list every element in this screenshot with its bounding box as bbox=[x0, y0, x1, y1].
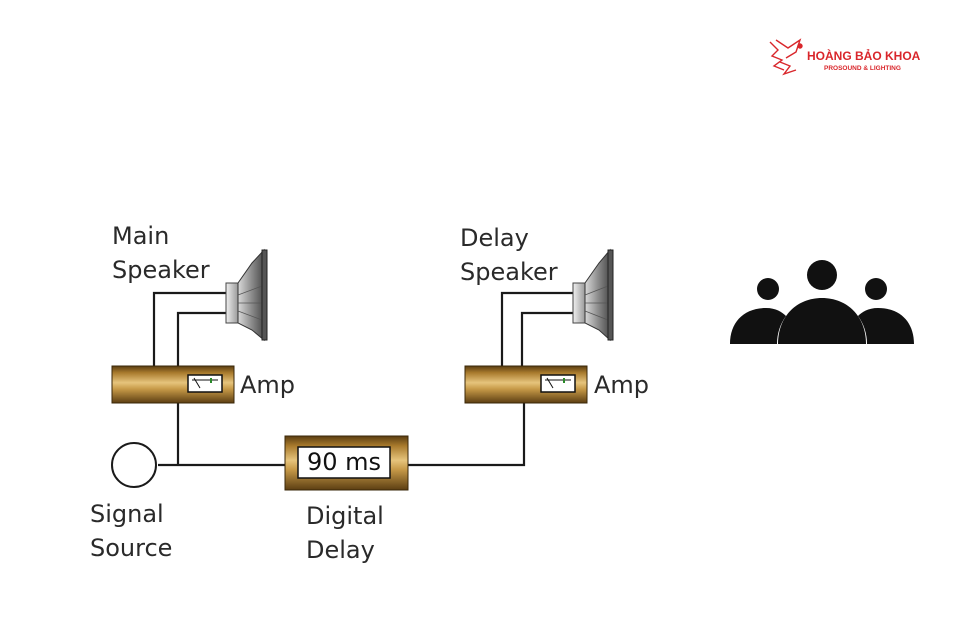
wiring bbox=[152, 291, 578, 467]
amp-left-label: Amp bbox=[240, 371, 295, 399]
delay-display bbox=[297, 446, 391, 479]
amp-left bbox=[111, 365, 235, 404]
delay-speaker-label-1: Delay bbox=[460, 224, 529, 252]
digital-delay-label-1: Digital bbox=[306, 502, 384, 530]
brand-logo: HOÀNG BẢO KHOA PROSOUND & LIGHTING bbox=[769, 38, 921, 76]
signal-source-icon bbox=[111, 442, 157, 488]
delay-speaker-icon bbox=[572, 248, 614, 342]
main-speaker-label-1: Main bbox=[112, 222, 169, 250]
main-speaker-icon bbox=[225, 248, 268, 342]
main-speaker-label-2: Speaker bbox=[112, 256, 210, 284]
brand-tagline: PROSOUND & LIGHTING bbox=[824, 65, 901, 72]
phoenix-logo-icon bbox=[769, 38, 803, 76]
digital-delay-unit: 90 ms bbox=[284, 435, 409, 491]
delay-speaker-label-2: Speaker bbox=[460, 258, 558, 286]
brand-name: HOÀNG BẢO KHOA bbox=[807, 48, 921, 63]
amp-right bbox=[464, 365, 588, 404]
amp-right-label: Amp bbox=[594, 371, 649, 399]
signal-source-label-2: Source bbox=[90, 534, 172, 562]
audience-group-icon bbox=[730, 260, 914, 344]
signal-source-label-1: Signal bbox=[90, 500, 164, 528]
digital-delay-label-2: Delay bbox=[306, 536, 375, 564]
amp-meter-icon bbox=[187, 374, 223, 393]
delay-display-value: 90 ms bbox=[307, 448, 381, 476]
amp-meter-icon bbox=[540, 374, 576, 393]
